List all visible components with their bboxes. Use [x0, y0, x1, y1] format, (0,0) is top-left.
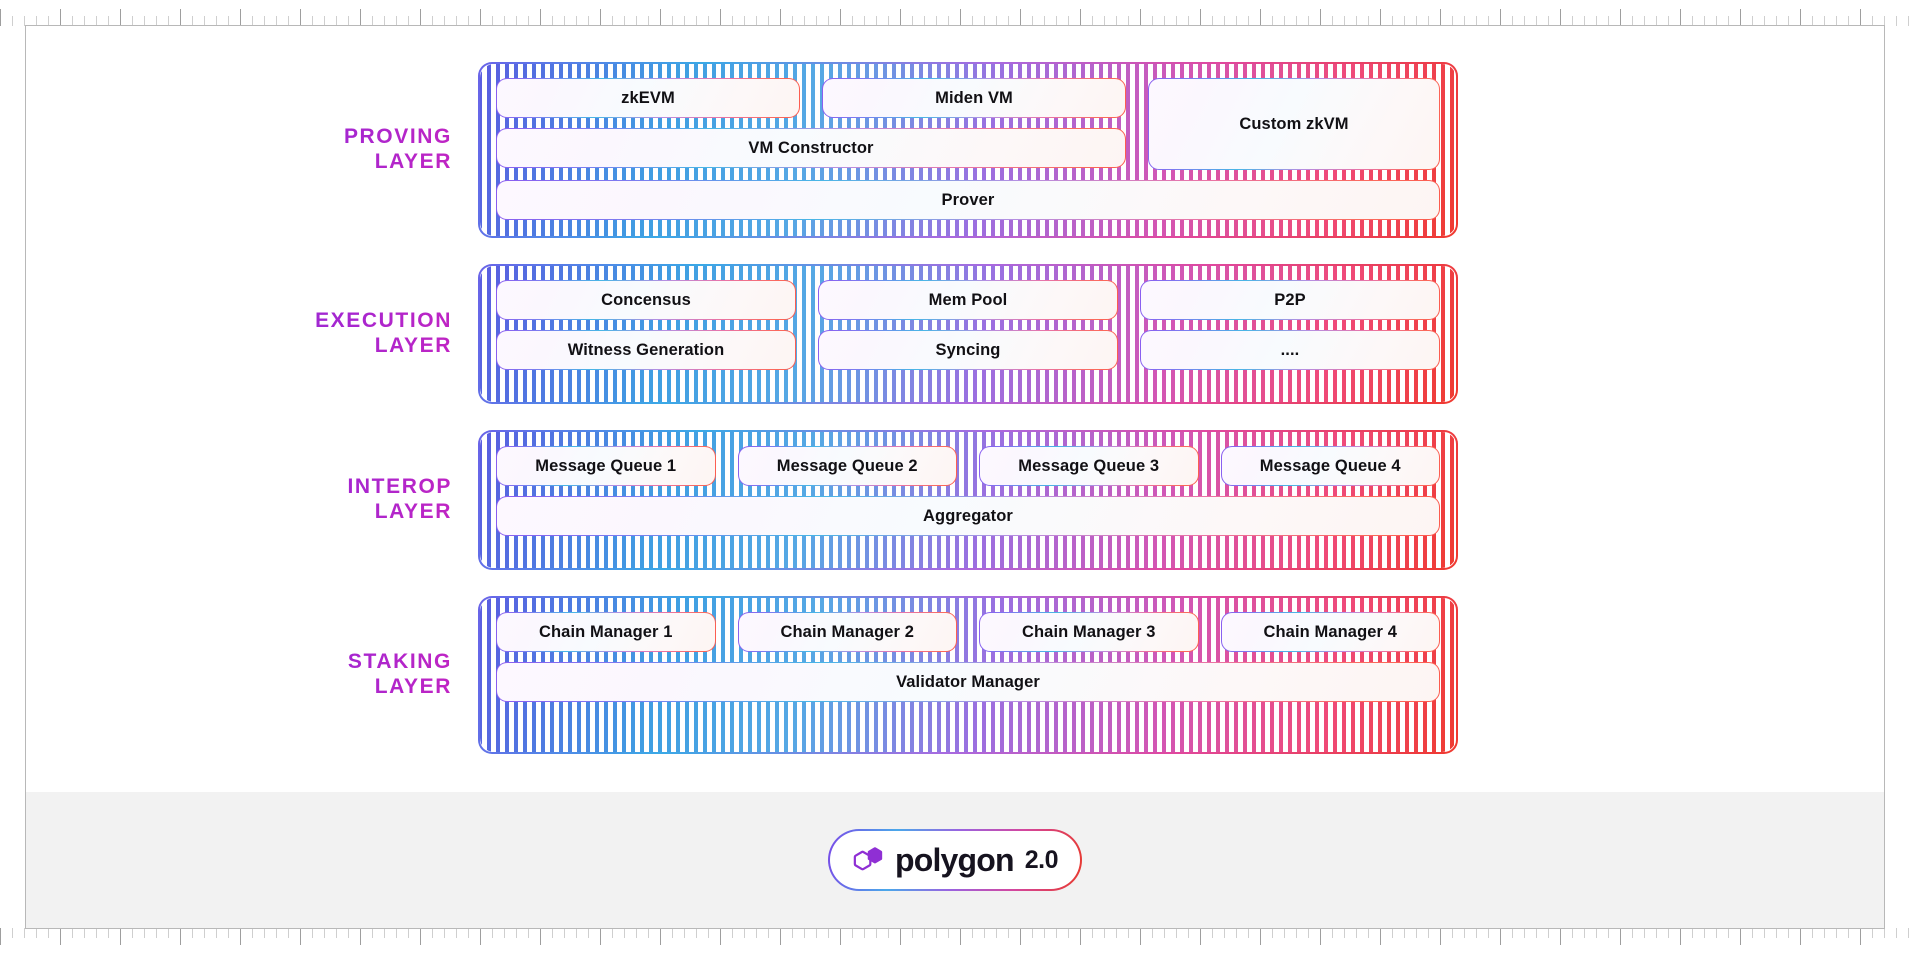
card-message-queue-4[interactable]: Message Queue 4: [1221, 446, 1441, 486]
layer-box-interop: Message Queue 1 Message Queue 2 Message …: [478, 430, 1458, 570]
ruler-top: [0, 0, 1910, 26]
proving-left-column: zkEVM Miden VM VM Constructor: [496, 78, 1126, 170]
proving-row-2: VM Constructor: [496, 128, 1126, 168]
layer-label-proving-line2: LAYER: [374, 150, 452, 173]
footer-band: polygon 2.0: [26, 792, 1884, 928]
card-mem-pool[interactable]: Mem Pool: [818, 280, 1118, 320]
card-chain-manager-3[interactable]: Chain Manager 3: [979, 612, 1199, 652]
card-syncing[interactable]: Syncing: [818, 330, 1118, 370]
proving-right-column: Custom zkVM: [1148, 78, 1440, 170]
layer-inner-proving: zkEVM Miden VM VM Constructor Custom zkV…: [496, 78, 1440, 220]
proving-row-3: Prover: [496, 180, 1440, 220]
interop-row-2: Aggregator: [496, 496, 1440, 536]
layer-label-proving: PROVING LAYER: [26, 125, 478, 175]
layer-label-interop-line1: INTEROP: [347, 475, 452, 499]
card-aggregator[interactable]: Aggregator: [496, 496, 1440, 536]
card-prover[interactable]: Prover: [496, 180, 1440, 220]
layer-row-proving: PROVING LAYER zkEVM Miden VM: [26, 62, 1884, 238]
ruler-top-ticks: [0, 0, 1910, 26]
card-chain-manager-1[interactable]: Chain Manager 1: [496, 612, 716, 652]
layer-box-staking: Chain Manager 1 Chain Manager 2 Chain Ma…: [478, 596, 1458, 754]
layer-row-staking: STAKING LAYER Chain Manager 1 Chain Mana…: [26, 596, 1884, 754]
layer-label-staking-line1: STAKING: [347, 650, 452, 674]
layer-label-execution-line2: LAYER: [374, 334, 452, 357]
card-vm-constructor[interactable]: VM Constructor: [496, 128, 1126, 168]
diagram-canvas: PROVING LAYER zkEVM Miden VM: [26, 26, 1884, 928]
card-validator-manager[interactable]: Validator Manager: [496, 662, 1440, 702]
card-witness-generation[interactable]: Witness Generation: [496, 330, 796, 370]
layer-label-staking-line2: LAYER: [374, 675, 452, 698]
brand-name: polygon: [894, 842, 1015, 878]
layer-label-execution: EXECUTION LAYER: [26, 309, 478, 359]
card-custom-zkvm[interactable]: Custom zkVM: [1148, 78, 1440, 170]
layer-row-interop: INTEROP LAYER Message Queue 1 Message Qu…: [26, 430, 1884, 570]
polygon-hexagon-icon: [853, 847, 883, 871]
card-p2p[interactable]: P2P: [1140, 280, 1440, 320]
card-zkevm[interactable]: zkEVM: [496, 78, 800, 118]
layer-row-execution: EXECUTION LAYER Concensus Mem Pool P2P W…: [26, 264, 1884, 404]
execution-row-1: Concensus Mem Pool P2P: [496, 280, 1440, 320]
card-miden-vm[interactable]: Miden VM: [822, 78, 1126, 118]
layer-inner-interop: Message Queue 1 Message Queue 2 Message …: [496, 446, 1440, 536]
card-chain-manager-2[interactable]: Chain Manager 2: [738, 612, 958, 652]
layer-box-execution: Concensus Mem Pool P2P Witness Generatio…: [478, 264, 1458, 404]
card-more-ellipsis[interactable]: ....: [1140, 330, 1440, 370]
layer-inner-execution: Concensus Mem Pool P2P Witness Generatio…: [496, 280, 1440, 370]
proving-row-1: zkEVM Miden VM: [496, 78, 1126, 118]
interop-row-1: Message Queue 1 Message Queue 2 Message …: [496, 446, 1440, 486]
canvas-frame-top: [26, 25, 1884, 26]
proving-grid: zkEVM Miden VM VM Constructor Custom zkV…: [496, 78, 1440, 170]
card-chain-manager-4[interactable]: Chain Manager 4: [1221, 612, 1441, 652]
ruler-bottom: [0, 928, 1910, 954]
brand-version: 2.0: [1024, 845, 1059, 874]
layer-label-execution-line1: EXECUTION: [315, 309, 452, 333]
ruler-bottom-ticks: [0, 928, 1910, 954]
card-message-queue-3[interactable]: Message Queue 3: [979, 446, 1199, 486]
layer-box-proving: zkEVM Miden VM VM Constructor Custom zkV…: [478, 62, 1458, 238]
canvas-frame-left: [25, 25, 26, 929]
card-message-queue-2[interactable]: Message Queue 2: [738, 446, 958, 486]
staking-row-2: Validator Manager: [496, 662, 1440, 702]
canvas-frame-bottom: [26, 928, 1884, 929]
layer-label-interop: INTEROP LAYER: [26, 475, 478, 525]
canvas-frame-right: [1884, 25, 1885, 929]
card-concensus[interactable]: Concensus: [496, 280, 796, 320]
layer-label-staking: STAKING LAYER: [26, 650, 478, 700]
layer-label-proving-line1: PROVING: [343, 125, 452, 149]
architecture-diagram: PROVING LAYER zkEVM Miden VM: [26, 26, 1884, 792]
layer-inner-staking: Chain Manager 1 Chain Manager 2 Chain Ma…: [496, 612, 1440, 702]
execution-row-2: Witness Generation Syncing ....: [496, 330, 1440, 370]
card-message-queue-1[interactable]: Message Queue 1: [496, 446, 716, 486]
polygon-logo-pill[interactable]: polygon 2.0: [828, 829, 1082, 891]
layer-label-interop-line2: LAYER: [374, 500, 452, 523]
staking-row-1: Chain Manager 1 Chain Manager 2 Chain Ma…: [496, 612, 1440, 652]
